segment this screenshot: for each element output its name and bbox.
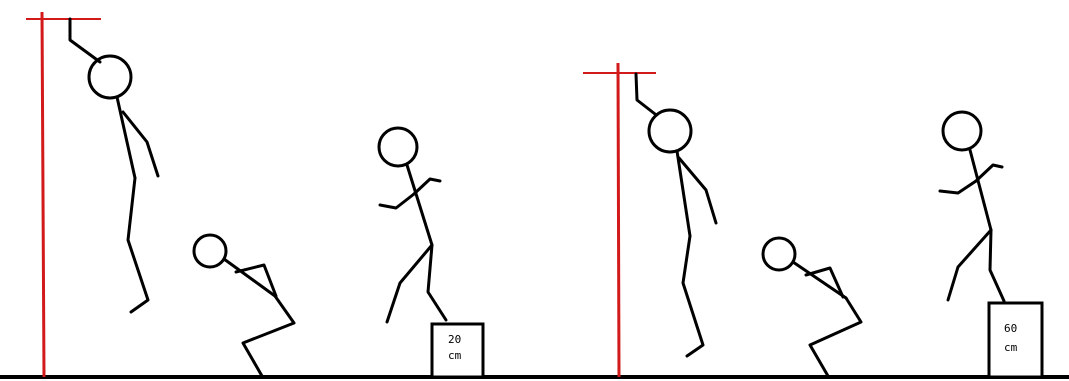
box-height-value: 60 bbox=[1004, 322, 1017, 335]
jumping-figure-2 bbox=[636, 74, 716, 356]
measuring-pole-1 bbox=[26, 12, 101, 377]
step-box-20cm: 20 cm bbox=[432, 324, 483, 377]
panel-2: 60 cm bbox=[583, 63, 1042, 377]
measuring-pole-2 bbox=[583, 63, 656, 377]
stepping-figure-1 bbox=[379, 128, 446, 322]
box-height-unit: cm bbox=[1004, 341, 1018, 354]
stepping-figure-2 bbox=[940, 112, 1004, 301]
box-height-value: 20 bbox=[448, 333, 461, 346]
box-height-unit: cm bbox=[448, 349, 462, 362]
jumping-figure-1 bbox=[70, 19, 158, 312]
step-box-60cm: 60 cm bbox=[989, 303, 1042, 377]
crouching-figure-1 bbox=[194, 235, 294, 377]
crouching-figure-2 bbox=[763, 238, 861, 377]
panel-1: 20 cm bbox=[26, 12, 483, 377]
